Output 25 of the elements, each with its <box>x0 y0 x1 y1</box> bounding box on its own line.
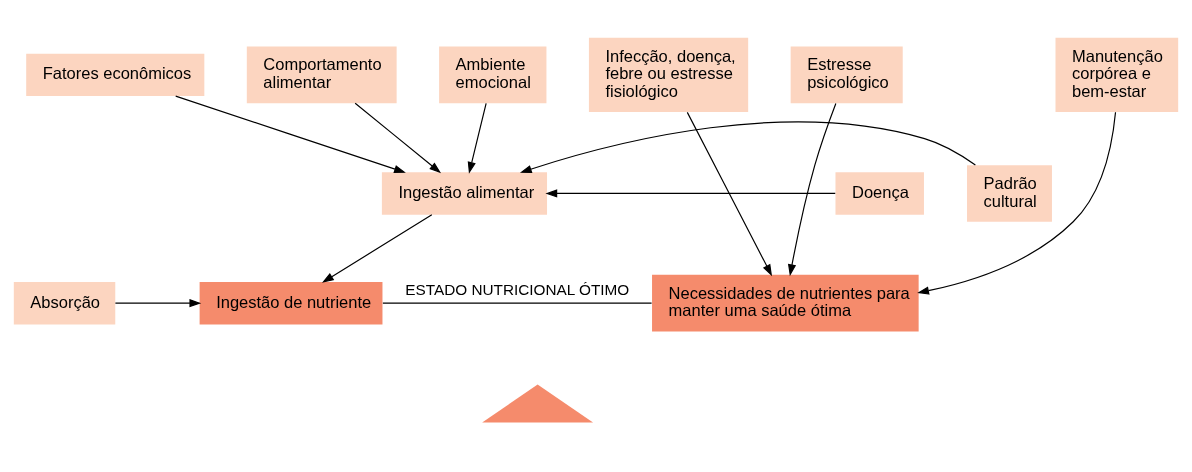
arrow <box>519 121 976 173</box>
arrow <box>175 95 406 173</box>
node-box: Manutenção corpórea e bem-estar <box>1055 37 1179 112</box>
arrow <box>322 213 433 283</box>
arrow <box>545 188 836 198</box>
edge-label: ESTADO NUTRICIONAL ÓTIMO <box>405 280 630 298</box>
arrow <box>787 102 837 276</box>
arrow <box>354 102 442 173</box>
arrow <box>686 111 773 276</box>
node-box: Ambiente emocional <box>439 46 547 103</box>
node-box: Fatores econômicos <box>26 53 205 96</box>
node-box: Estresse psicológico <box>790 46 903 103</box>
arrow <box>467 102 487 174</box>
connector <box>382 302 653 304</box>
node-triangle <box>482 384 594 423</box>
arrow <box>917 111 1117 295</box>
node-box: Comportamento alimentar <box>246 46 397 103</box>
arrow <box>114 298 202 307</box>
node-box: Ingestão alimentar <box>381 171 548 215</box>
node-box: Doença <box>835 171 924 215</box>
node-box: Padrão cultural <box>967 164 1052 222</box>
node-box: Infecção, doença, febre ou estresse fisiológico <box>588 37 749 112</box>
node-box: Necessidades de nutrientes para manter uma saúde ótima <box>652 274 919 331</box>
node-box: Absorção <box>13 281 116 324</box>
node-box: Ingestão de nutriente <box>199 281 383 324</box>
